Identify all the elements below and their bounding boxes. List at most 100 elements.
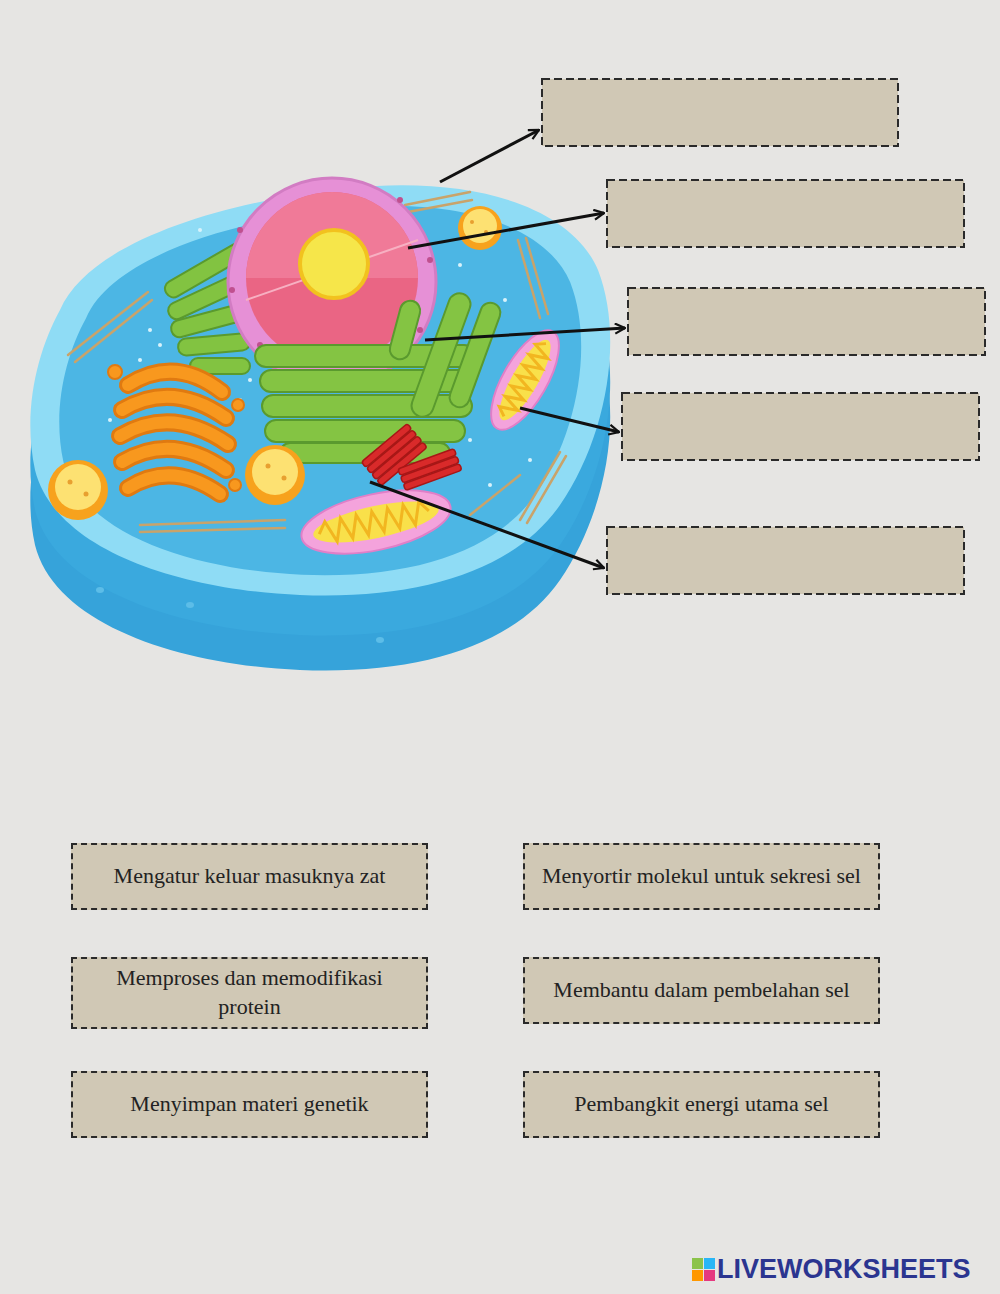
ribosome-dots [528,458,532,462]
logo-icon [692,1258,703,1269]
cytoskeleton [68,292,148,355]
cytoskeleton [527,456,566,523]
lysosome [470,220,474,224]
centriole [398,448,457,475]
ribosome-dots [138,358,142,362]
nucleus [229,287,235,293]
lysosome [282,476,287,481]
leader-arrow [370,130,625,568]
logo-icon [704,1270,715,1281]
cytoskeleton [408,200,472,212]
nucleus [427,257,433,263]
card-text: Membantu dalam pembelahan sel [553,976,849,1005]
leader-arrow [408,213,604,248]
golgi-apparatus [120,372,228,494]
leader-arrow [370,482,604,568]
cytoskeleton [526,238,548,314]
cell-body [96,587,104,593]
golgi-apparatus [229,479,241,491]
mitochondrion [317,500,431,545]
cell-body [30,185,610,595]
rough-er [265,420,465,442]
centriole [398,448,462,490]
cytoskeleton [68,192,566,532]
answer-card: Menyortir molekul untuk sekresi sel [523,843,880,910]
cell-body [376,637,384,643]
logo-icon [692,1258,715,1281]
lysosome [266,464,271,469]
card-text: Menyimpan materi genetik [130,1090,368,1119]
rough-er [262,395,472,417]
mitochondrion [491,334,560,427]
cytoskeleton [75,300,152,362]
ribosome-dots [488,483,492,487]
golgi-apparatus [108,365,244,494]
golgi-apparatus [232,399,244,411]
mitochondrion [478,321,572,440]
cell-body [30,185,610,670]
answer-blank [542,79,898,146]
lysosome [48,460,108,520]
golgi-apparatus [120,372,228,494]
golgi-apparatus [108,365,122,379]
answer-blank [628,288,985,355]
leader-arrow [440,130,539,182]
ribosome-dots [248,378,252,382]
centriole [361,424,462,491]
golgi-apparatus [128,372,222,392]
answer-card: Mengatur keluar masuknya zat [71,843,428,910]
ribosome-dots [108,418,112,422]
answer-card: Memproses dan memodifikasi protein [71,957,428,1029]
golgi-apparatus [122,397,226,418]
lysosome [252,449,298,495]
mitochondrion [478,321,572,440]
ribosome-dots [468,438,472,442]
cell-body [59,206,581,575]
leader-arrow [520,408,619,432]
lysosome [55,464,101,510]
lysosome [84,492,89,497]
card-text: Pembangkit energi utama sel [574,1090,828,1119]
nucleus [237,227,243,233]
nucleus [417,327,423,333]
cell-body [186,602,194,608]
logo-icon [704,1258,715,1269]
mitochondrion [296,479,456,565]
rough-er [388,298,423,361]
lysosome [48,206,502,520]
answer-card: Membantu dalam pembelahan sel [523,957,880,1024]
answer-card: Pembangkit energi utama sel [523,1071,880,1138]
leader-arrow [425,328,625,340]
mitochondrion [296,321,572,566]
lysosome [68,220,489,497]
cytoskeleton [470,475,520,515]
watermark: LIVEWORKSHEETS [717,1254,971,1285]
golgi-apparatus [128,475,220,494]
rough-er [255,290,503,463]
ribosome-dots [158,343,162,347]
mitochondrion [296,479,456,565]
answer-blank [622,393,979,460]
golgi-apparatus [108,365,244,491]
ribosome-dots [458,263,462,267]
ribosome-dots [503,298,507,302]
golgi-apparatus [120,422,228,444]
label-box: LIVEWORKSHEETS [717,1254,971,1285]
lysosome [458,206,502,250]
logo-icon [692,1270,703,1281]
ribosome-dots [148,328,152,332]
card-text: Menyortir molekul untuk sekresi sel [542,862,861,891]
ribosome-dots [108,228,532,487]
card-text: Mengatur keluar masuknya zat [114,862,386,891]
cytoskeleton [140,520,285,525]
nucleus [397,197,403,203]
ribosome-dots [198,228,202,232]
answer-blank [542,79,985,594]
endoplasmic-reticulum [177,333,250,356]
golgi-apparatus [128,475,220,494]
answer-card: Menyimpan materi genetik [71,1071,428,1138]
answer-blank [607,180,964,247]
golgi-apparatus [122,449,226,470]
